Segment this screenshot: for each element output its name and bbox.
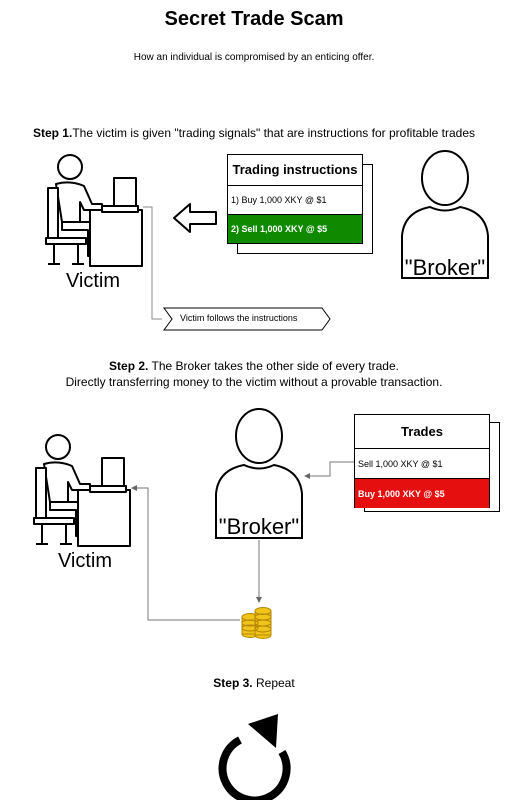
broker-label-1: "Broker" — [404, 255, 486, 280]
victim-label-1: Victim — [65, 270, 121, 292]
step3-caption: Step 3. Repeat — [0, 675, 508, 691]
instructions-heading: Trading instructions — [228, 155, 362, 186]
trading-instructions-card: Trading instructions 1) Buy 1,000 XKY @ … — [227, 154, 363, 244]
victim-at-computer-icon — [45, 154, 143, 267]
step1-caption: Step 1.The victim is given "trading sign… — [0, 125, 508, 141]
trade-row: Sell 1,000 XKY @ $1 — [355, 449, 489, 479]
page-subtitle: How an individual is compromised by an e… — [133, 52, 375, 63]
instruction-row: 1) Buy 1,000 XKY @ $1 — [228, 186, 362, 215]
follow-instructions-label: Victim follows the instructions — [180, 313, 298, 323]
instruction-row: 2) Sell 1,000 XKY @ $5 — [228, 215, 362, 243]
victim-at-computer-icon — [33, 434, 131, 547]
broker-label-2: "Broker" — [218, 514, 300, 539]
victim-label-2: Victim — [57, 550, 113, 572]
step2-caption: Step 2. The Broker takes the other side … — [0, 358, 508, 390]
step3-label: Step 3. — [213, 676, 253, 690]
left-arrow-icon — [173, 203, 217, 233]
trades-card: Trades Sell 1,000 XKY @ $1 Buy 1,000 XKY… — [354, 414, 490, 508]
coin-stack-icon — [241, 607, 272, 639]
broker-person-icon — [401, 150, 489, 279]
page-title: Secret Trade Scam — [164, 8, 344, 30]
step1-label: Step 1. — [32, 126, 73, 140]
trade-row: Buy 1,000 XKY @ $5 — [355, 479, 489, 508]
repeat-arrow-icon — [218, 714, 291, 800]
trades-heading: Trades — [355, 415, 489, 449]
step1-text: The victim is given "trading signals" th… — [72, 126, 476, 140]
step3-text: Repeat — [252, 676, 295, 690]
broker-person-icon — [215, 408, 303, 539]
step2-label: Step 2. — [109, 359, 149, 373]
step2-text-line2: Directly transferring money to the victi… — [65, 375, 443, 389]
step2-text: The Broker takes the other side of every… — [148, 359, 399, 373]
